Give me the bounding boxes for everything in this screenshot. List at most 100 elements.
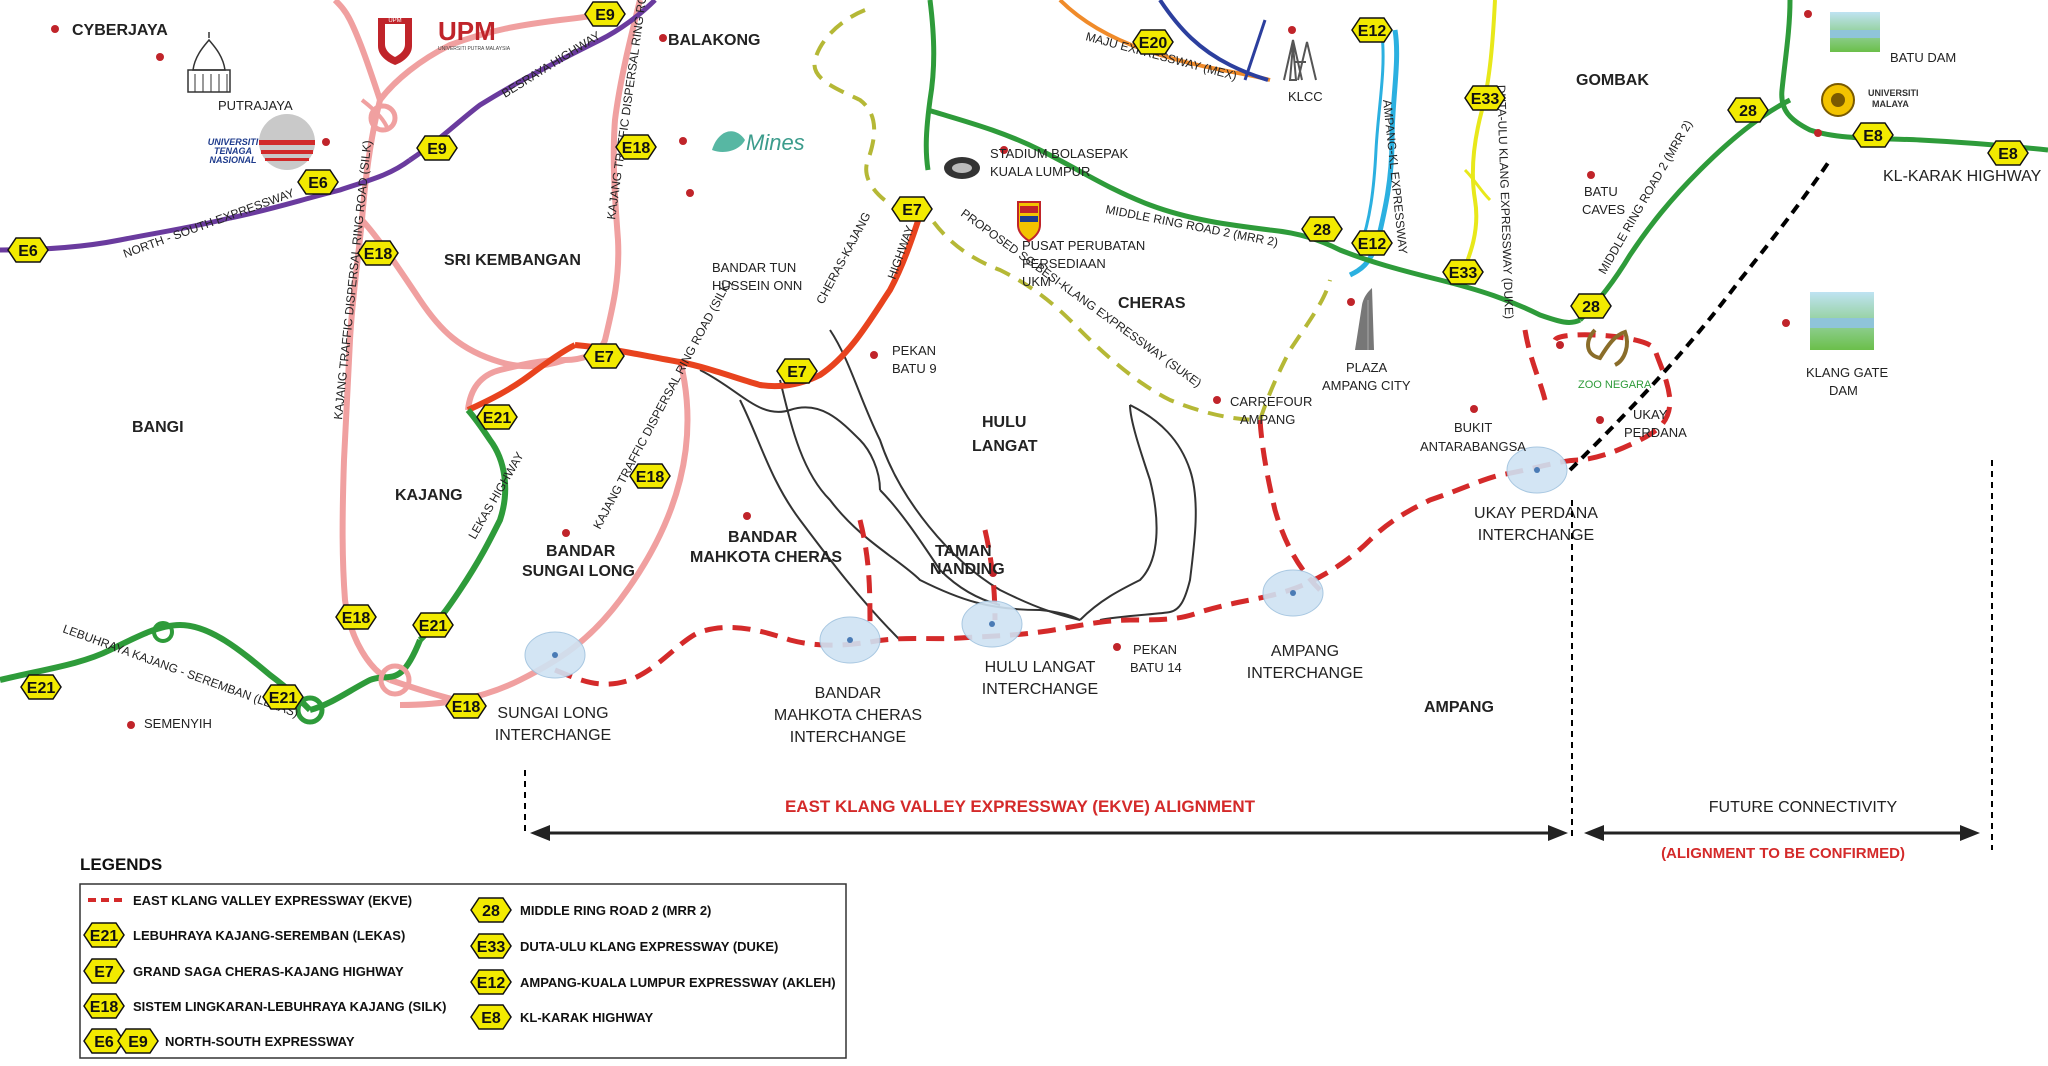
place-label: MAHKOTA CHERAS <box>690 549 842 566</box>
highway-shield-e7: E7 <box>583 343 625 369</box>
highway-shield-e21: E21 <box>262 684 304 710</box>
place-dot <box>562 529 570 537</box>
place-label: CAVES <box>1582 202 1625 217</box>
place-label: KL-KARAK HIGHWAY <box>1883 168 2042 185</box>
logos: UPM UPM UNIVERSITI PUTRA MALAYSIA UNIVER… <box>187 12 1919 391</box>
place-label: TAMAN <box>935 543 992 560</box>
svg-text:E18: E18 <box>622 140 651 157</box>
place-dot <box>1113 643 1121 651</box>
klcc-towers-icon <box>1283 39 1317 81</box>
svg-text:E7: E7 <box>787 364 807 381</box>
svg-text:E18: E18 <box>452 699 481 716</box>
highway-shield-e12: E12 <box>1351 230 1393 256</box>
local-roads <box>699 329 1197 641</box>
place-label: ANTARABANGSA <box>1420 439 1526 454</box>
highway-shield-e33: E33 <box>470 933 512 959</box>
legend-item-label: MIDDLE RING ROAD 2 (MRR 2) <box>520 903 711 918</box>
lekas-road <box>0 408 509 713</box>
uniten-logo: UNIVERSITI TENAGA NASIONAL <box>208 114 315 170</box>
highway-shield-e9: E9 <box>584 1 626 27</box>
place-label: AMPANG <box>1240 412 1295 427</box>
legend-item-label: DUTA-ULU KLANG EXPRESSWAY (DUKE) <box>520 939 778 954</box>
svg-text:E21: E21 <box>419 618 448 635</box>
highway-shield-e18: E18 <box>629 463 671 489</box>
place-label: BUKIT <box>1454 420 1492 435</box>
stadium-icon <box>944 157 980 179</box>
highway-shield-e6: E6 <box>7 237 49 263</box>
place-label: PEKAN <box>1133 642 1177 657</box>
legend-item-label: GRAND SAGA CHERAS-KAJANG HIGHWAY <box>133 964 404 979</box>
interchange-label: INTERCHANGE <box>982 681 1098 698</box>
highway-shield-28: 28 <box>1727 97 1769 123</box>
place-dot <box>679 137 687 145</box>
upm-wordmark: UPM <box>438 16 496 46</box>
place-dot <box>1814 129 1822 137</box>
svg-text:E21: E21 <box>483 410 512 427</box>
place-label: SUNGAI LONG <box>522 563 635 580</box>
svg-text:E7: E7 <box>902 202 922 219</box>
junction-loop <box>295 695 325 725</box>
interchange-label: AMPANG <box>1271 643 1339 660</box>
mrr2-road <box>923 0 2048 325</box>
svg-text:E7: E7 <box>594 349 614 366</box>
upm-subtitle: UNIVERSITI PUTRA MALAYSIA <box>438 46 511 52</box>
highway-shield-e20: E20 <box>1132 29 1174 55</box>
place-label: CARREFOUR <box>1230 394 1312 409</box>
interchange-labels: SUNGAI LONG INTERCHANGE BANDAR MAHKOTA CHER… <box>495 505 1599 746</box>
interchange-label: BANDAR <box>815 685 882 702</box>
place-label: KAJANG <box>395 487 463 504</box>
place-label: LANGAT <box>972 438 1038 455</box>
place-label: CYBERJAYA <box>72 22 168 39</box>
place-dot <box>1782 319 1790 327</box>
interchange-label: SUNGAI LONG <box>497 705 608 722</box>
svg-text:28: 28 <box>482 903 500 920</box>
place-label: BANDAR <box>546 543 616 560</box>
highway-shield-e7: E7 <box>83 958 125 984</box>
svg-text:E8: E8 <box>1998 146 2018 163</box>
place-label: BATU <box>1584 184 1618 199</box>
suke-road <box>812 8 1332 422</box>
interchange-marker-center <box>552 652 558 658</box>
interchange-markers <box>524 446 1568 679</box>
place-label: DAM <box>1829 383 1858 398</box>
svg-text:UPM: UPM <box>388 18 401 24</box>
place-dot <box>1804 10 1812 18</box>
interchange-label: HULU LANGAT <box>985 659 1096 676</box>
place-dot <box>1556 341 1564 349</box>
highway-shield-e18: E18 <box>83 993 125 1019</box>
highway-shield-e18: E18 <box>335 604 377 630</box>
svg-text:Mines: Mines <box>746 130 805 155</box>
place-label: NANDING <box>930 561 1005 578</box>
highway-shield-e8: E8 <box>470 1004 512 1030</box>
place-dot <box>1587 171 1595 179</box>
interchange-marker-center <box>847 637 853 643</box>
legend-item-label: EAST KLANG VALLEY EXPRESSWAY (EKVE) <box>133 893 412 908</box>
highway-shield-e18: E18 <box>357 240 399 266</box>
highway-shield-28: 28 <box>1301 216 1343 242</box>
place-label: STADIUM BOLASEPAK <box>990 146 1129 161</box>
svg-text:NASIONAL: NASIONAL <box>210 155 257 165</box>
road-label: NORTH - SOUTH EXPRESSWAY <box>121 186 296 261</box>
svg-text:E33: E33 <box>477 939 506 956</box>
place-label: BATU 14 <box>1130 660 1182 675</box>
legend-item-label: AMPANG-KUALA LUMPUR EXPRESSWAY (AKLEH) <box>520 975 836 990</box>
svg-text:E9: E9 <box>128 1034 148 1051</box>
place-label: PERDANA <box>1624 425 1687 440</box>
future-extent-arrowhead <box>1960 825 1980 841</box>
place-label: PUTRAJAYA <box>218 98 293 113</box>
interchange-label: INTERCHANGE <box>1247 665 1363 682</box>
road-label: DUTA-ULU KLANG EXPRESSWAY (DUKE) <box>1494 85 1516 320</box>
place-dot <box>1213 396 1221 404</box>
universiti-malaya-logo: UNIVERSITI MALAYA <box>1821 83 1919 117</box>
duke-road <box>1460 0 1497 276</box>
svg-text:E33: E33 <box>1449 265 1478 282</box>
place-label: KLCC <box>1288 89 1323 104</box>
place-dot <box>127 721 135 729</box>
mex-road <box>1058 0 1271 82</box>
place-dot <box>743 512 751 520</box>
place-label: PLAZA <box>1346 360 1388 375</box>
place-dot <box>1000 146 1008 154</box>
svg-text:28: 28 <box>1739 103 1757 120</box>
interchange-label: MAHKOTA CHERAS <box>774 707 922 724</box>
